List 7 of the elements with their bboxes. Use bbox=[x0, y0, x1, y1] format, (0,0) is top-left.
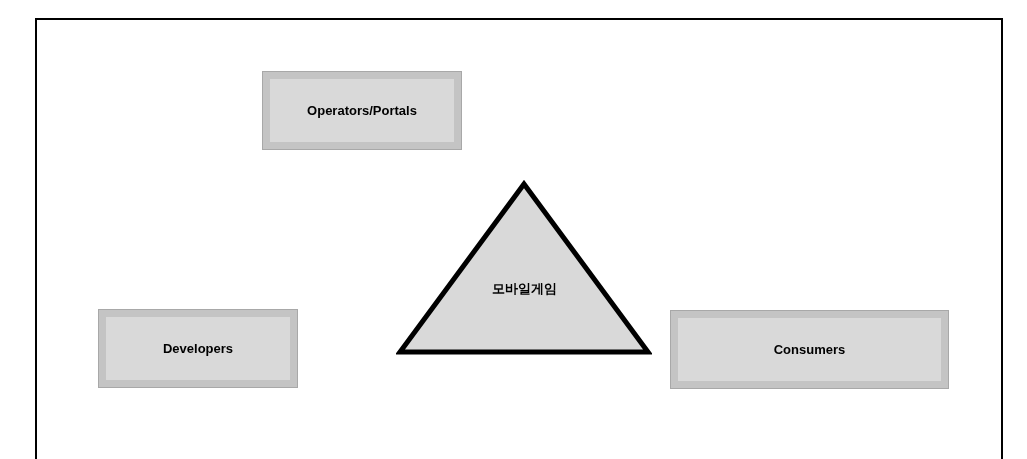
center-label: 모바일게임 bbox=[491, 280, 557, 298]
group-box bbox=[99, 310, 297, 387]
group-box bbox=[671, 311, 948, 388]
box-label: Consumers bbox=[773, 342, 846, 357]
box-label: Developers bbox=[162, 341, 234, 356]
box-label: Operators/Portals bbox=[307, 103, 417, 118]
group-box bbox=[263, 72, 461, 149]
